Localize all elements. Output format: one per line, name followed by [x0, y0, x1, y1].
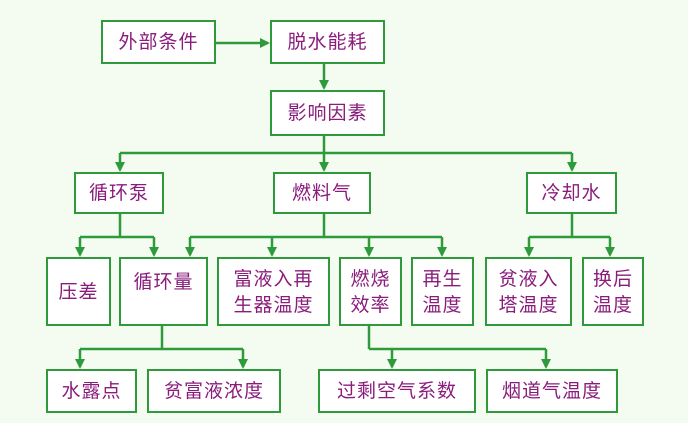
box-fuel-gas: 燃料气 — [273, 172, 371, 214]
box-rich-solution-regen-temp-line1: 富液入再 — [233, 267, 314, 290]
box-combustion-efficiency-line1: 燃烧 — [350, 267, 391, 290]
box-flue-gas-temp: 烟道气温度 — [486, 369, 618, 413]
box-circulation-rate-label: 循环量 — [133, 271, 194, 293]
box-external-conditions-label: 外部条件 — [118, 31, 199, 53]
box-regeneration-temp-line1: 再生 — [422, 267, 463, 290]
box-lean-rich-concentration: 贫富液浓度 — [147, 369, 281, 413]
box-circulation-rate: 循环量 — [119, 257, 208, 326]
box-excess-air-coefficient: 过剩空气系数 — [318, 369, 476, 413]
box-dehydration-energy: 脱水能耗 — [270, 20, 385, 64]
box-after-exchange-temp: 换后 温度 — [582, 257, 644, 326]
box-water-dew-point-label: 水露点 — [61, 380, 122, 402]
box-lean-solution-tower-temp-line2: 塔温度 — [498, 293, 559, 316]
box-water-dew-point: 水露点 — [46, 369, 137, 413]
box-flue-gas-temp-label: 烟道气温度 — [501, 380, 602, 402]
box-influencing-factors: 影响因素 — [270, 90, 385, 136]
box-dehydration-energy-label: 脱水能耗 — [287, 31, 368, 53]
box-cooling-water: 冷却水 — [526, 172, 617, 214]
box-pressure-difference: 压差 — [46, 257, 111, 326]
box-excess-air-coefficient-label: 过剩空气系数 — [336, 380, 457, 402]
box-influencing-factors-label: 影响因素 — [287, 102, 368, 124]
box-lean-solution-tower-temp: 贫液入 塔温度 — [485, 257, 572, 326]
box-combustion-efficiency-line2: 效率 — [350, 293, 391, 316]
box-after-exchange-temp-line1: 换后 — [592, 267, 633, 290]
box-cooling-water-label: 冷却水 — [541, 182, 602, 204]
box-pressure-difference-label: 压差 — [58, 280, 99, 303]
box-rich-solution-regen-temp: 富液入再 生器温度 — [217, 257, 330, 326]
box-rich-solution-regen-temp-line2: 生器温度 — [233, 293, 314, 316]
box-lean-rich-concentration-label: 贫富液浓度 — [163, 380, 264, 402]
box-combustion-efficiency: 燃烧 效率 — [339, 257, 402, 326]
box-circulation-pump-label: 循环泵 — [88, 182, 149, 204]
box-after-exchange-temp-line2: 温度 — [592, 293, 633, 316]
box-regeneration-temp-line2: 温度 — [422, 293, 463, 316]
box-fuel-gas-label: 燃料气 — [291, 182, 352, 204]
box-circulation-pump: 循环泵 — [74, 172, 164, 214]
box-regeneration-temp: 再生 温度 — [411, 257, 474, 326]
box-external-conditions: 外部条件 — [101, 20, 216, 64]
box-lean-solution-tower-temp-line1: 贫液入 — [498, 267, 559, 290]
